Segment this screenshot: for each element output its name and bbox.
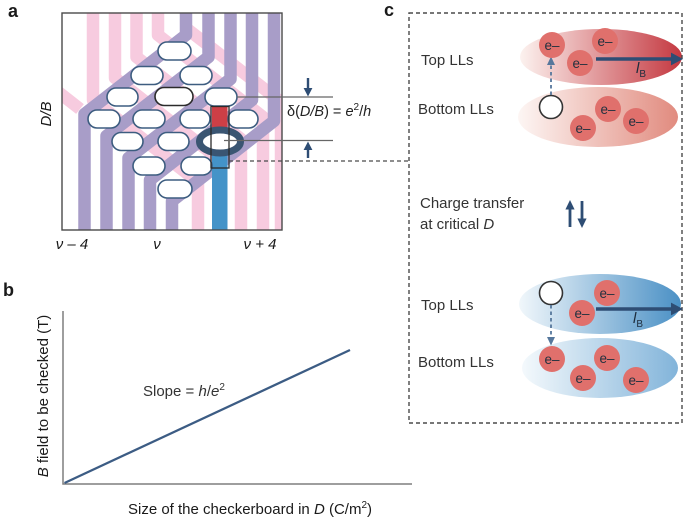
x-label-part: Size of the checkerboard in [127,501,314,517]
panel-a-y-axis-label: D/B [37,101,55,127]
x-tick-nu-plus-4: ν + 4 [243,236,277,253]
lB-label-bottom: lB [633,310,644,330]
selection-rect [210,105,230,169]
electron-badge: e– [569,300,595,326]
bottom-lls-label-red: Bottom LLs [418,101,494,118]
annotation-part: D/B [299,103,325,120]
slope-label: Slope = h/e2 [143,382,225,401]
electron-label: e– [575,370,591,386]
lB-part: l [633,310,637,327]
delta-annotation: δ(D/B) = e2/h [287,102,371,121]
top-lls-label-blue: Top LLs [421,297,474,314]
electron-label: e– [599,285,615,301]
electron-badge: e– [592,28,618,54]
panel-a-frame [61,12,283,231]
slope-sup: 2 [219,382,225,393]
electron-badge: e– [594,280,620,306]
lB-part: l [636,60,640,77]
panel-a-label: a [8,1,19,21]
panel-b-y-axis-label: B field to be checked (T) [34,314,53,478]
electron-badge: e– [570,365,596,391]
electron-label: e– [574,305,590,321]
electron-label: e– [572,55,588,71]
annotation-part: h [363,103,372,120]
annotation-part: δ( [287,103,300,120]
black-outlined-pill [154,86,194,107]
annotation-part: / [359,103,364,120]
lB-arrows [596,52,683,316]
electron-label: e– [628,113,644,129]
red-stripe-segment [212,104,228,131]
slope-part: e [210,383,220,400]
lB-sub: B [639,69,647,80]
hole-circle-bottom-group [538,280,564,306]
electron-badge: e– [567,50,593,76]
bottom-lls-label-blue: Bottom LLs [418,354,494,371]
electron-badge: e– [595,96,621,122]
lB-sub: B [636,319,644,330]
panel-b-label: b [3,280,14,300]
hole-circle-top-group [538,94,564,120]
x-tick-nu: ν [153,236,161,253]
updown-arrow-pair [565,200,587,228]
electron-label: e– [597,33,613,49]
gap-pills [87,41,259,199]
x-label-part: D [313,501,325,517]
electron-label: e– [575,120,591,136]
electron-label: e– [628,372,644,388]
y-label-part: B [34,467,52,478]
annotation-part: e [345,103,354,120]
electron-label: e– [599,350,615,366]
checkerboard-stripes [62,13,282,230]
lB-label-top: lB [636,60,647,80]
plot-axes [62,311,412,485]
slope-part: h [198,383,207,400]
y-label-part: field to be checked (T) [34,314,52,468]
slope-part: Slope = [143,383,199,400]
slope-part: / [206,383,211,400]
charge-transfer-line2: at critical D [420,216,495,234]
electron-badge: e– [539,346,565,372]
electron-badge: e– [623,367,649,393]
x-label-sup: 2 [361,500,368,511]
highlight-ring [196,126,244,157]
annotation-sup: 2 [353,102,360,113]
charge-hop-arrows [547,56,555,346]
annotation-part: ) = [324,103,346,120]
electron-label: e– [544,351,560,367]
charge-transfer-part: D [483,216,495,233]
electron-badge: e– [594,345,620,371]
electron-label: e– [600,101,616,117]
panel-b-x-axis-label: Size of the checkerboard in D (C/m2) [128,500,372,517]
electron-label: e– [544,37,560,53]
electron-badge: e– [539,32,565,58]
slope-line [64,348,351,485]
panel-c-dashed-box [408,12,683,424]
electron-badge: e– [570,115,596,141]
x-label-part: (C/m [324,501,362,517]
x-tick-nu-minus-4: ν – 4 [55,236,89,253]
electron-badge: e– [623,108,649,134]
panel-c-label: c [384,0,395,20]
x-label-part: ) [367,501,373,517]
charge-transfer-line1: Charge transfer [420,195,525,212]
charge-transfer-part: at critical [420,216,484,233]
top-lls-label-red: Top LLs [421,52,474,69]
delta-annotation-lines [224,78,333,158]
